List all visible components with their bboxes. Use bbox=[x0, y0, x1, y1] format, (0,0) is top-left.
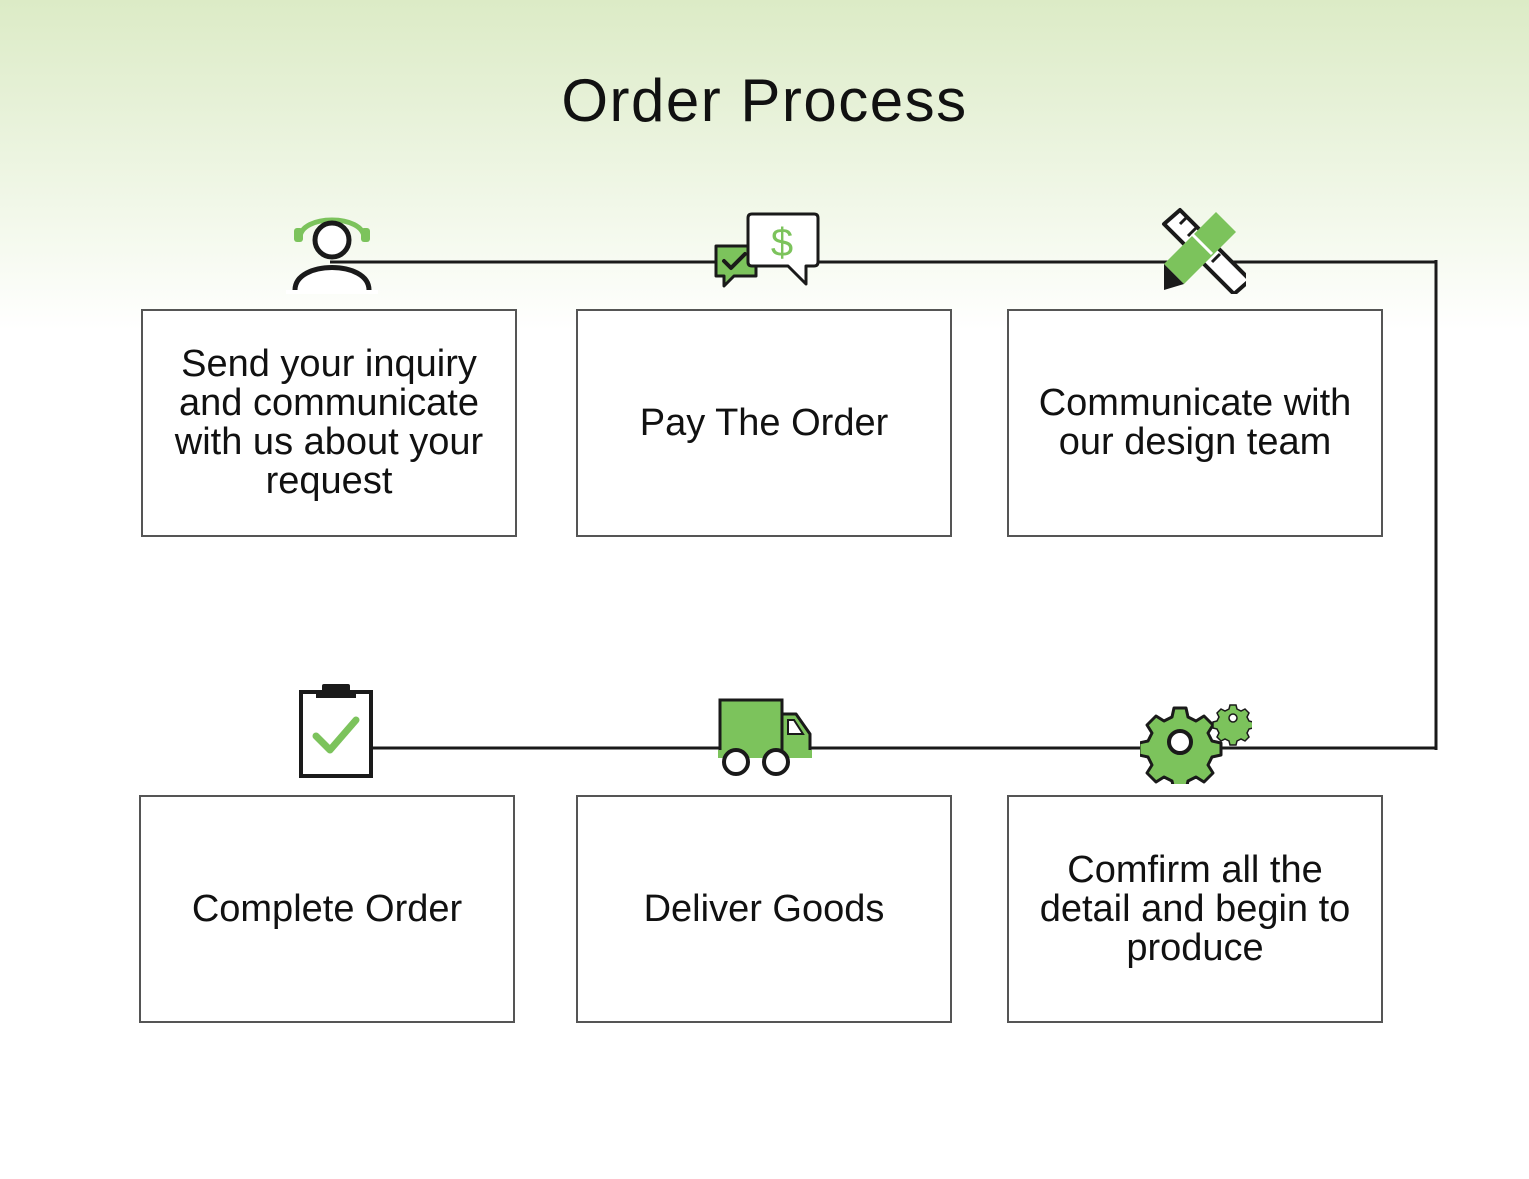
design-pencil-icon bbox=[1162, 208, 1246, 294]
step-label: Deliver Goods bbox=[643, 887, 885, 930]
step-label: Send your inquiry and communicate with u… bbox=[174, 343, 484, 502]
step-label: Complete Order bbox=[191, 887, 463, 930]
svg-text:$: $ bbox=[771, 221, 793, 265]
step-label: Pay The Order bbox=[639, 401, 889, 444]
step-pay-order: Pay The Order bbox=[576, 309, 952, 537]
step-communicate-design: Communicate with our design team bbox=[1007, 309, 1383, 537]
step-send-inquiry: Send your inquiry and communicate with u… bbox=[141, 309, 517, 537]
step-complete-order: Complete Order bbox=[139, 795, 515, 1023]
step-confirm-produce: Comfirm all the detail and begin to prod… bbox=[1007, 795, 1383, 1023]
page-title: Order Process bbox=[561, 67, 968, 134]
step-deliver-goods: Deliver Goods bbox=[576, 795, 952, 1023]
customer-service-icon bbox=[286, 217, 378, 294]
delivery-truck-icon bbox=[718, 698, 812, 776]
payment-chat-icon: $ bbox=[714, 212, 820, 288]
clipboard-check-icon bbox=[299, 684, 373, 778]
step-label: Communicate with our design team bbox=[1038, 382, 1352, 463]
gears-icon bbox=[1140, 704, 1252, 784]
step-label: Comfirm all the detail and begin to prod… bbox=[1039, 848, 1351, 969]
